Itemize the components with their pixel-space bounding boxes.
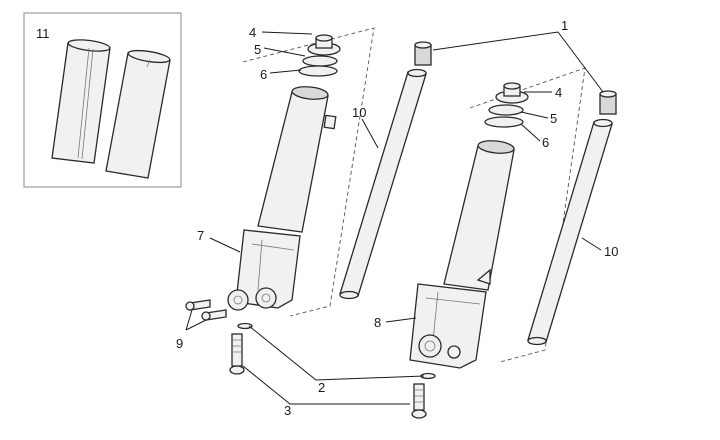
- o-ring-right: [484, 116, 524, 128]
- bushing-left: [51, 39, 111, 164]
- assembly-frame-left: [242, 27, 375, 317]
- leader-lines: [185, 31, 604, 405]
- pinch-bolts: [185, 299, 227, 321]
- fork-tube-right: [527, 118, 613, 346]
- callout-4-left: 4: [249, 25, 256, 40]
- callout-10-right: 10: [604, 244, 618, 259]
- spring-ring-left: [302, 55, 338, 67]
- top-plug-right: [599, 90, 617, 115]
- callout-2: 2: [318, 380, 325, 395]
- bottom-bolt-right: [411, 383, 427, 419]
- bottom-bolt-left: [229, 333, 245, 375]
- top-plug-left: [414, 41, 432, 66]
- cap-seal-left: [307, 34, 341, 56]
- fork-slider-right: [409, 140, 515, 369]
- callout-6-left: 6: [260, 67, 267, 82]
- o-ring-left: [298, 65, 338, 77]
- callout-5-right: 5: [550, 111, 557, 126]
- callout-7: 7: [197, 228, 204, 243]
- fork-slider-left: [227, 86, 337, 311]
- callout-1: 1: [561, 18, 568, 33]
- fork-tube-left: [339, 68, 427, 300]
- cap-seal-right: [495, 82, 529, 104]
- washer-left: [237, 322, 253, 330]
- bushing-right: [105, 49, 171, 179]
- spring-ring-right: [488, 104, 524, 116]
- callout-6-right: 6: [542, 135, 549, 150]
- callout-11: 11: [36, 26, 50, 41]
- inset-bushings: 11: [23, 12, 182, 188]
- callout-8: 8: [374, 315, 381, 330]
- callout-10-left: 10: [352, 105, 366, 120]
- assembly-frame-right: [469, 67, 586, 363]
- callout-3: 3: [284, 403, 291, 418]
- callout-9: 9: [176, 336, 183, 351]
- callout-4-right: 4: [555, 85, 562, 100]
- callout-5-left: 5: [254, 42, 261, 57]
